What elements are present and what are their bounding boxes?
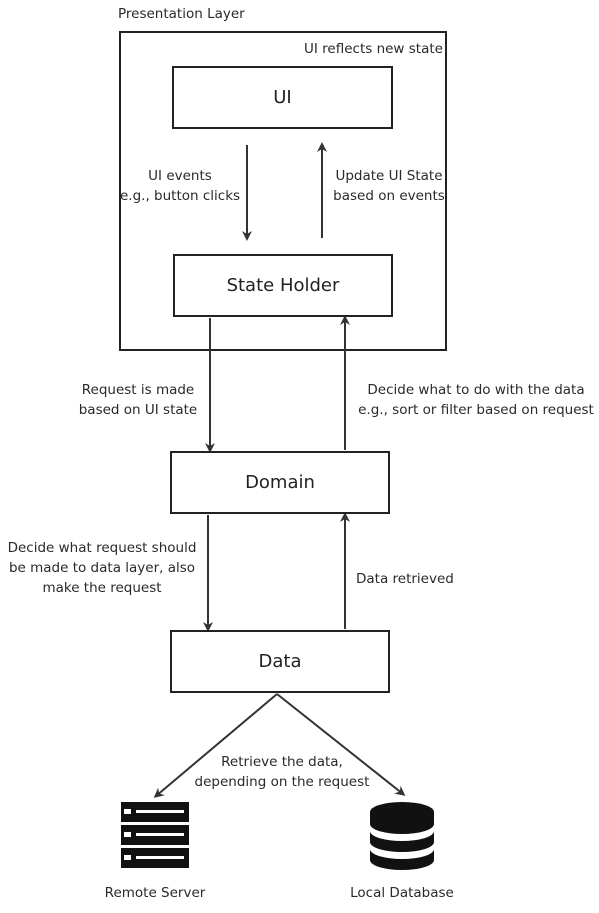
presentation-layer-title: Presentation Layer <box>118 6 245 22</box>
state-holder-box: State Holder <box>173 254 393 317</box>
label-decide-data: Decide what to do with the data e.g., so… <box>358 382 594 418</box>
presentation-layer-container <box>119 31 447 351</box>
domain-box-label: Domain <box>245 472 315 493</box>
label-data-retrieved: Data retrieved <box>356 571 454 587</box>
label-update-ui-state: Update UI State based on events <box>333 168 445 204</box>
remote-server-label: Remote Server <box>104 885 206 901</box>
data-box-label: Data <box>258 651 302 672</box>
database-icon <box>370 802 434 870</box>
state-holder-box-label: State Holder <box>226 275 340 296</box>
label-retrieve-data: Retrieve the data, depending on the requ… <box>194 754 370 790</box>
label-request-made: Request is made based on UI state <box>78 382 198 418</box>
label-decide-request: Decide what request should be made to da… <box>7 540 197 596</box>
domain-box: Domain <box>170 451 390 514</box>
server-icon <box>121 802 189 868</box>
arrow-to-local-database <box>276 693 406 796</box>
arrow-to-remote-server <box>153 693 278 798</box>
ui-box-label: UI <box>273 87 292 108</box>
label-ui-events: UI events e.g., button clicks <box>120 168 241 204</box>
data-box: Data <box>170 630 390 693</box>
ui-box: UI <box>172 66 393 129</box>
local-database-label: Local Database <box>350 885 454 901</box>
ui-reflects-note: UI reflects new state <box>304 41 443 57</box>
